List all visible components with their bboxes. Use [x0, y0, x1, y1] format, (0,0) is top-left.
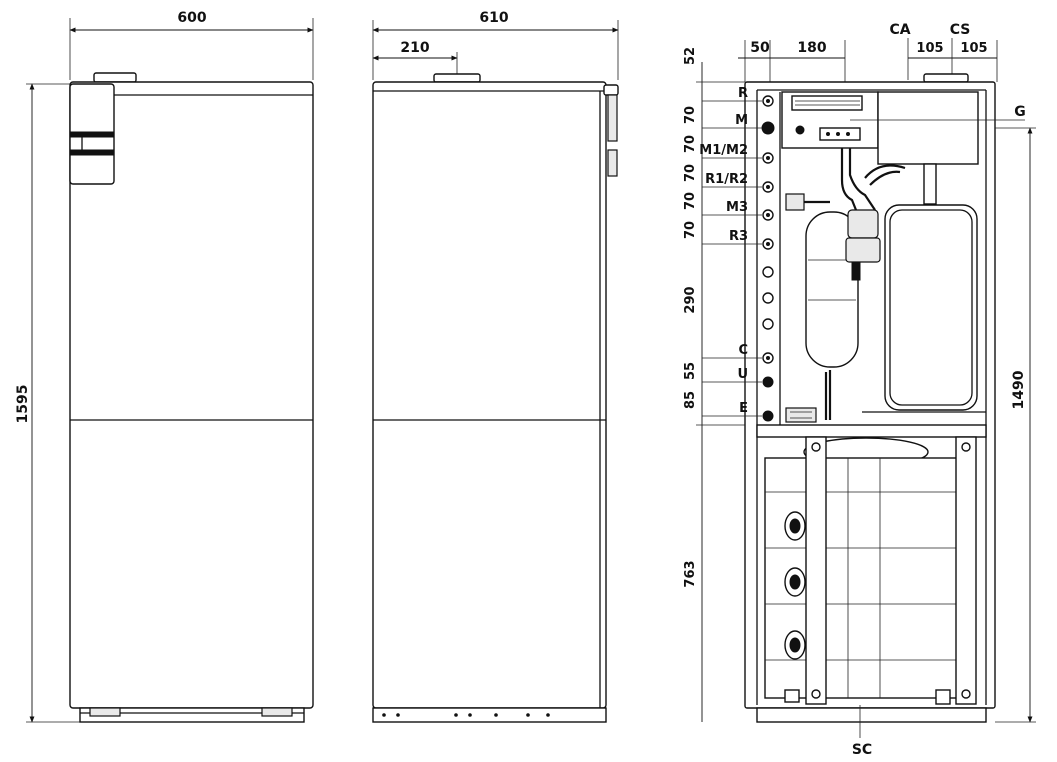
spacing-70-b: 70 — [683, 135, 698, 153]
conn-label-m: M — [735, 113, 748, 128]
conn-label-r1-r2: R1/R2 — [705, 172, 748, 187]
front-width-label: 600 — [177, 10, 206, 26]
frame-post-right — [955, 436, 977, 705]
spacing-85: 85 — [683, 391, 698, 409]
expansion-box — [877, 91, 979, 165]
conn-label-r3: R3 — [729, 229, 748, 244]
spacing-763: 763 — [683, 560, 698, 587]
dim-50-label: 50 — [750, 40, 770, 56]
side-width-label: 610 — [479, 10, 508, 26]
conn-label-u: U — [737, 367, 748, 382]
interior-view: 50 180 CA CS 105 105 — [683, 22, 1036, 758]
buffer-vessel — [884, 204, 978, 411]
conn-label-m3: M3 — [726, 200, 748, 215]
front-height-label: 1595 — [15, 385, 31, 424]
sc-label: SC — [852, 742, 872, 758]
connection-ports — [761, 95, 775, 422]
spacing-55: 55 — [683, 362, 698, 380]
spacing-70-c: 70 — [683, 164, 698, 182]
dim-180-label: 180 — [797, 40, 826, 56]
spacing-290: 290 — [683, 286, 698, 313]
side-view: 610 210 — [372, 10, 619, 723]
ca-label: CA — [889, 22, 910, 38]
spacing-70-d: 70 — [683, 192, 698, 210]
side-offset-label: 210 — [400, 40, 429, 56]
expansion-cylinder — [805, 211, 859, 368]
conn-label-e: E — [739, 401, 748, 416]
height-1490-label: 1490 — [1011, 370, 1027, 409]
frame-post-left — [805, 436, 827, 705]
spacing-70-a: 70 — [683, 106, 698, 124]
spacing-52: 52 — [683, 47, 698, 65]
conn-label-m1-m2: M1/M2 — [699, 143, 748, 158]
g-label: G — [1014, 104, 1026, 120]
conn-label-c: C — [738, 343, 748, 358]
conn-label-r: R — [738, 86, 748, 101]
cs-offset-label: 105 — [960, 41, 987, 56]
front-view: 600 1595 — [15, 10, 314, 723]
ca-offset-label: 105 — [916, 41, 943, 56]
cs-label: CS — [950, 22, 971, 38]
spacing-70-e: 70 — [683, 221, 698, 239]
side-cabinet — [372, 81, 607, 709]
